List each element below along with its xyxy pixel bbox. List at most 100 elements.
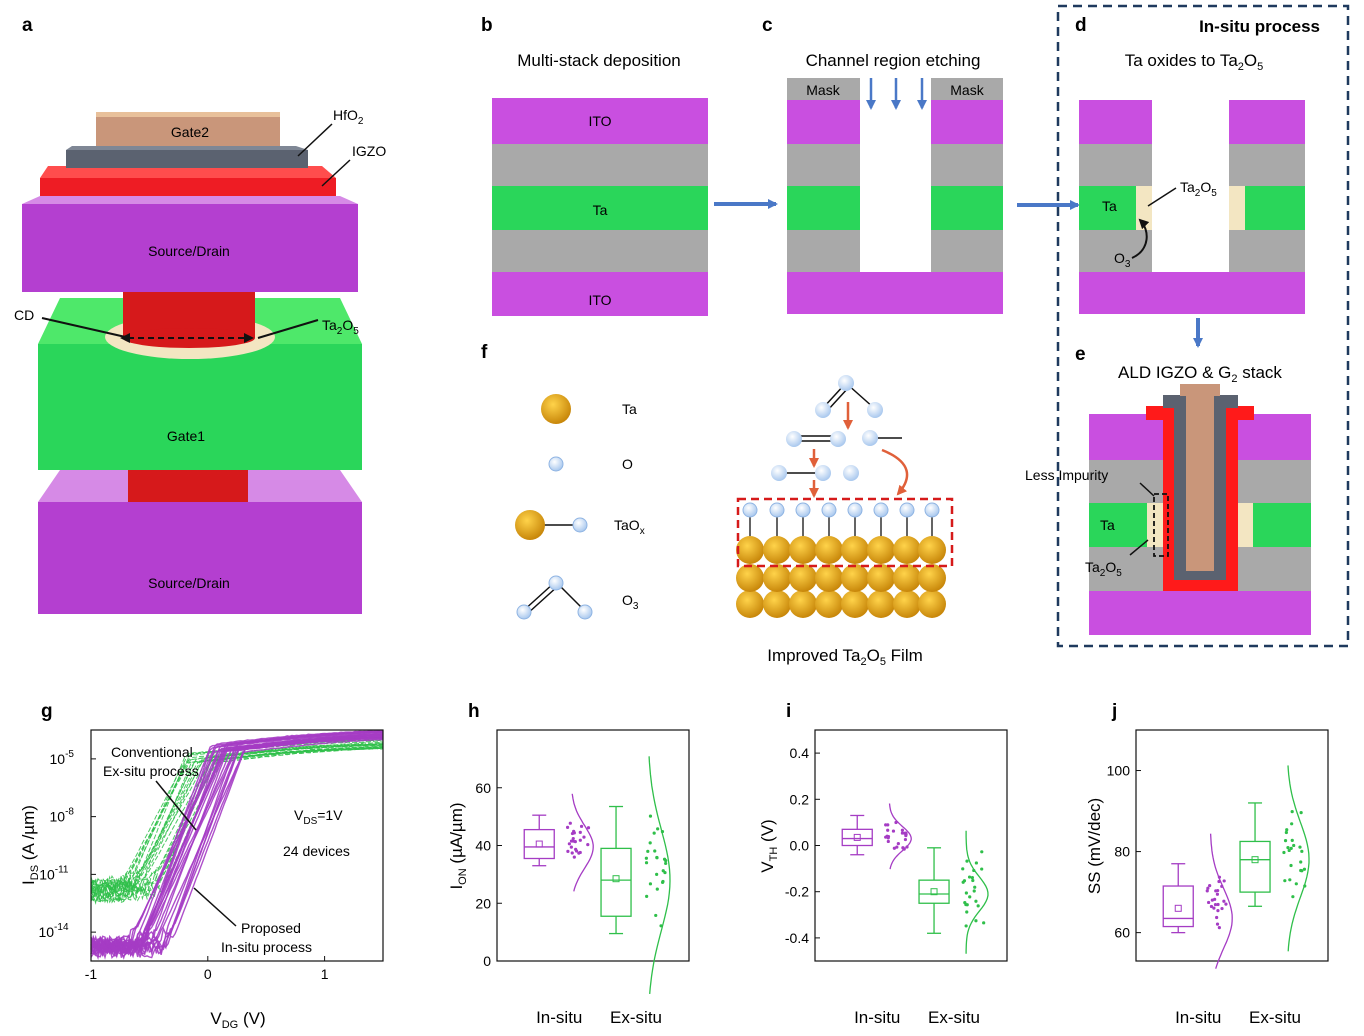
in-situ-mean — [1174, 904, 1182, 912]
ta-atom-2 — [918, 536, 946, 564]
in-situ-point — [566, 849, 570, 854]
in-situ-point — [1222, 899, 1226, 903]
gate2-top — [96, 112, 280, 117]
d-ta2o5-leader — [1147, 187, 1177, 207]
ex-situ-point — [1291, 895, 1295, 899]
y-tick-label-h: 60 — [475, 780, 491, 796]
in-situ-point — [903, 837, 908, 842]
surface-o-atom — [821, 502, 837, 518]
in-situ-point — [1220, 906, 1224, 911]
ex-situ-point — [963, 900, 967, 905]
x-category-in-situ: In-situ — [854, 1008, 900, 1027]
in-situ-point — [578, 838, 582, 842]
in-situ-point — [1206, 886, 1210, 890]
panel-b: b Multi-stack deposition ITO Ta ITO — [481, 15, 778, 316]
ylabel-i: VTH (V) — [758, 819, 780, 872]
ex-situ-point — [1282, 850, 1286, 855]
in-situ-mean — [535, 840, 543, 848]
in-situ-point — [1215, 922, 1220, 926]
panel-label-a: a — [22, 15, 33, 36]
in-situ-point — [572, 855, 576, 859]
panel-label-g: g — [41, 701, 53, 722]
ex-situ-point — [967, 875, 972, 879]
b-ito-bottom — [492, 272, 708, 316]
ta-atom-1 — [763, 564, 791, 592]
in-situ-point — [570, 831, 575, 836]
ta-atom-0 — [867, 590, 895, 618]
etch-arrows — [866, 78, 927, 110]
in-situ-point — [586, 826, 591, 830]
c-mask-right-label: Mask — [950, 82, 984, 98]
in-situ-point — [568, 821, 572, 825]
panel-label-b: b — [481, 15, 493, 36]
in-situ-point — [579, 824, 584, 828]
in-situ-box — [1162, 885, 1194, 928]
ex-situ-distribution — [965, 830, 989, 954]
ta2o5-label-a: Ta2O5 — [322, 317, 359, 337]
cd-leader — [41, 317, 131, 339]
in-situ-frame-title: In-situ process — [1199, 17, 1320, 36]
in-situ-point — [886, 839, 890, 844]
ex-situ-point — [1287, 848, 1291, 853]
gate1-block — [38, 344, 362, 470]
hfo2-leader — [297, 123, 333, 157]
y-tick-label-i: 0.4 — [790, 745, 810, 761]
ex-situ-point — [980, 850, 984, 854]
ta-atom-1 — [789, 564, 817, 592]
ex-situ-point — [656, 827, 660, 831]
ex-situ-point — [655, 887, 659, 891]
in-situ-point — [570, 851, 574, 855]
o3-arrow — [1131, 218, 1150, 259]
in-situ-curve-23 — [90, 733, 384, 955]
ex-situ-box — [600, 847, 632, 917]
ex-situ-point — [1299, 868, 1303, 873]
in-situ-point — [886, 828, 890, 832]
title-e: ALD IGZO & G2 stack — [1118, 363, 1282, 385]
in-situ-point — [1216, 909, 1220, 913]
in-situ-point — [1224, 902, 1228, 906]
top-sd-block — [22, 204, 358, 292]
ex-situ-point — [1290, 810, 1294, 814]
panel-label-d: d — [1075, 15, 1087, 36]
bottom-sd-block — [38, 502, 362, 614]
ex-situ-point — [968, 895, 972, 899]
x-category-ex-situ: Ex-situ — [610, 1008, 662, 1027]
ex-situ-point — [965, 903, 969, 907]
ex-situ-point — [965, 859, 969, 863]
ex-situ-point — [1289, 863, 1293, 868]
ex-situ-point — [965, 910, 969, 914]
plot-frame-j — [1135, 729, 1329, 962]
in-situ-point — [1216, 902, 1220, 907]
ta-atom-0 — [736, 590, 764, 618]
hfo2-layer — [66, 150, 308, 168]
legend-ta-label: Ta — [622, 401, 637, 417]
in-situ-point — [892, 846, 896, 850]
y-tick-label-j: 80 — [1114, 844, 1130, 860]
igzo-label: IGZO — [352, 143, 386, 159]
panel-label-j: j — [1111, 701, 1117, 722]
d-right-pillar — [1229, 100, 1305, 272]
in-situ-distribution — [1209, 833, 1233, 969]
x-category-in-situ: In-situ — [1175, 1008, 1221, 1027]
panel-a: a Source/Drain Gate1 Source/Drain Gate2 … — [14, 15, 386, 614]
title-c: Channel region etching — [806, 51, 981, 70]
o3-reaction-molecules — [771, 375, 909, 498]
c-ito-bottom — [787, 272, 1003, 314]
in-situ-point — [896, 841, 900, 846]
in-situ-box — [523, 828, 555, 860]
ex-situ-distribution — [1287, 765, 1310, 952]
ex-situ-point — [645, 894, 649, 898]
y-tick-label-i: 0.0 — [790, 838, 810, 854]
gate2-label: Gate2 — [171, 124, 209, 140]
annotation-conventional: Conventional — [111, 744, 193, 760]
ex-situ-point — [661, 869, 665, 873]
hfo2-top — [66, 146, 308, 150]
surface-o-atom — [899, 502, 915, 518]
y-tick-label-h: 0 — [483, 953, 491, 969]
in-situ-point — [569, 845, 573, 849]
y-tick-label-j: 100 — [1107, 763, 1131, 779]
